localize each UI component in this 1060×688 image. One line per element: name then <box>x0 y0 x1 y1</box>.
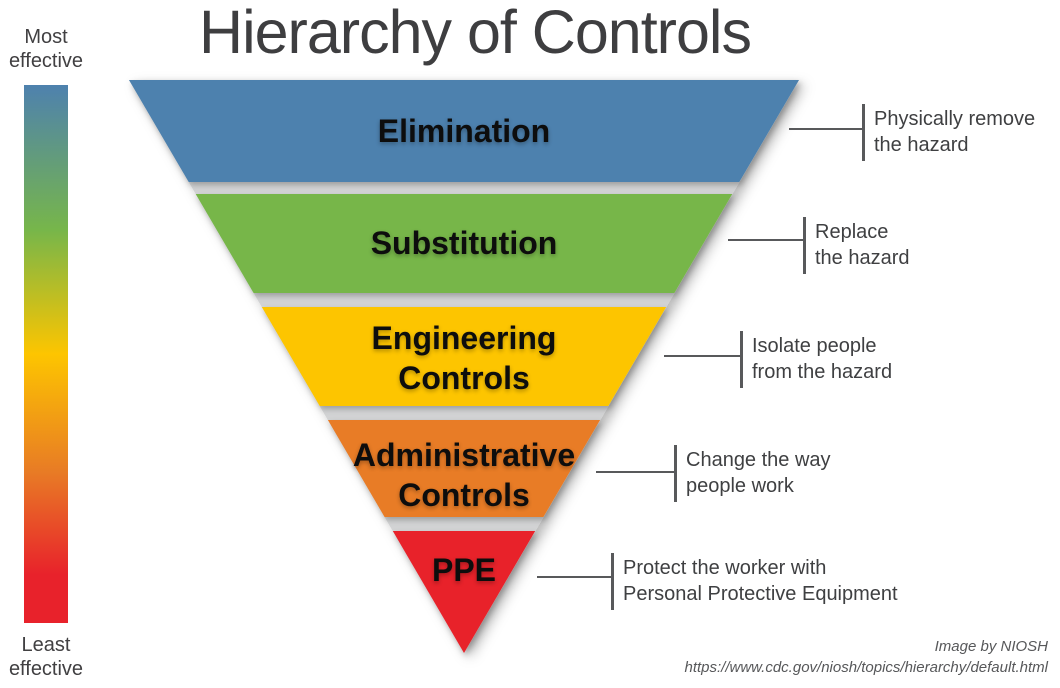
credit-url: https://www.cdc.gov/niosh/topics/hierarc… <box>684 659 1048 676</box>
connector-tick <box>862 104 865 161</box>
connector-line <box>537 576 612 578</box>
image-credit: Image by NIOSH https://www.cdc.gov/niosh… <box>684 636 1048 678</box>
band-label-ppe: PPE <box>431 552 497 588</box>
connector-tick <box>611 553 614 610</box>
annotation-text: Isolate people from the hazard <box>752 335 893 383</box>
band-elimination <box>129 80 799 182</box>
connector-tick <box>674 445 677 502</box>
band-administrative-controls <box>327 420 601 517</box>
most-effective-label: Most effective <box>8 26 84 72</box>
band-engineering-controls <box>261 307 667 406</box>
band-label-engineering-controls: Engineering Controls <box>371 320 557 396</box>
connector-tick <box>740 331 743 388</box>
page-title: Hierarchy of Controls <box>199 0 752 66</box>
effectiveness-gradient-bar <box>24 85 68 623</box>
annotation-text: Change the way people work <box>686 449 831 497</box>
band-label-administrative-controls: Administrative Controls <box>352 437 576 513</box>
connector-tick <box>803 217 806 274</box>
connector-line <box>789 128 864 130</box>
connector-line <box>664 355 741 357</box>
annotation-text: Physically remove the hazard <box>874 108 1036 156</box>
credit-source: Image by NIOSH <box>934 638 1048 655</box>
band-ppe <box>392 531 536 653</box>
band-label-elimination: Elimination <box>377 113 551 149</box>
band-label-substitution: Substitution <box>370 225 558 261</box>
annotation-text: Protect the worker with Personal Protect… <box>623 557 898 605</box>
band-substitution <box>195 194 733 293</box>
connector-line <box>728 239 804 241</box>
least-effective-label: Least effective <box>8 634 84 680</box>
connector-line <box>596 471 675 473</box>
annotation-text: Replace the hazard <box>815 221 910 269</box>
